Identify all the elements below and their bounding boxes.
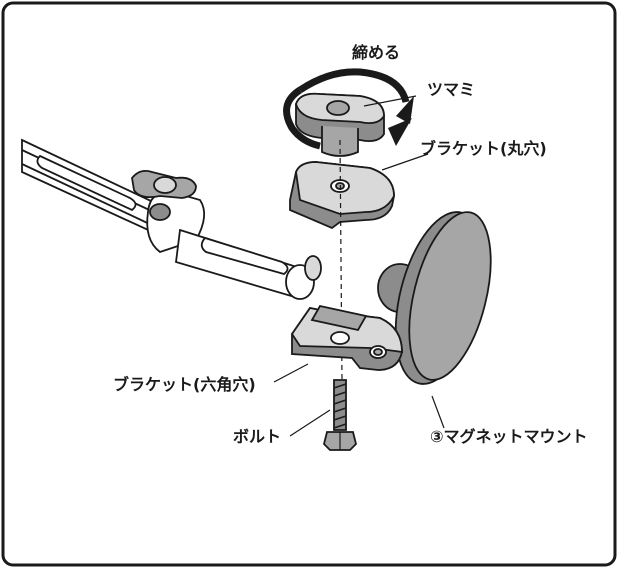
knob-label: ツマミ (427, 80, 476, 99)
arm-tube (21, 138, 322, 300)
magnet-mount-label: ③マグネットマウント (430, 427, 588, 446)
bracket-hex (290, 304, 403, 371)
magnet-mount (377, 211, 492, 385)
bracket-hex-label: ブラケット(六角穴) (113, 375, 256, 394)
bolt (323, 379, 357, 451)
bolt-label: ボルト (233, 427, 282, 446)
bracket-round (289, 161, 395, 230)
bracket-round-label: ブラケット(丸穴) (420, 139, 547, 158)
knob (295, 92, 385, 157)
rotation-arrow (283, 68, 414, 150)
tighten-label: 締める (352, 43, 401, 62)
leader-lines (273, 95, 445, 437)
